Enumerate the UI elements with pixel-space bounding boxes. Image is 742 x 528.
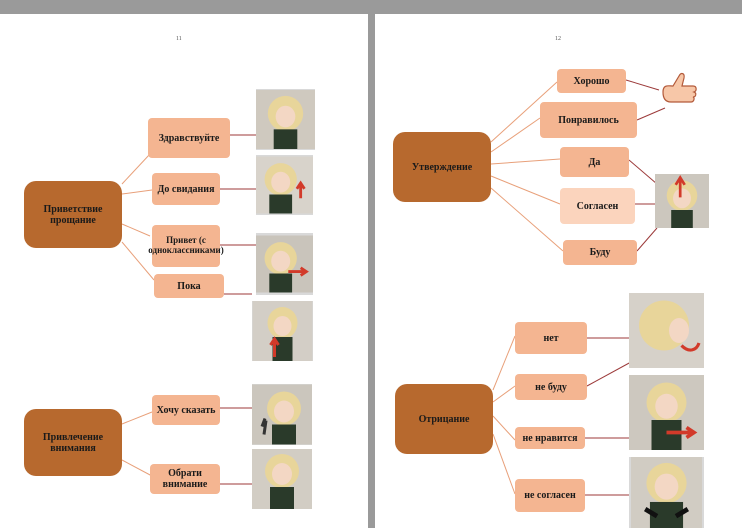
page-11: 11 Приветствие прощание Здравствуйте До … xyxy=(0,14,368,528)
phrase-bye: Пока xyxy=(154,274,224,298)
red-arrow-icon xyxy=(295,180,306,199)
phrase-agree: Согласен xyxy=(560,188,635,224)
red-arrow-icon xyxy=(680,342,701,352)
doll-photo xyxy=(256,233,313,295)
red-arrow-icon xyxy=(269,336,280,357)
phrase-good: Хорошо xyxy=(557,69,626,93)
group-negation: Отрицание xyxy=(395,384,493,454)
phrase-hi-classmates: Привет (с одноклассниками) xyxy=(148,225,224,267)
thumbs-up-icon xyxy=(657,68,701,108)
page-number: 11 xyxy=(176,36,182,42)
phrase-wont: не буду xyxy=(515,374,587,400)
phrase-no: нет xyxy=(515,322,587,354)
red-arrow-icon xyxy=(288,266,309,277)
phrase-dislike: не нравится xyxy=(515,427,585,449)
page-12: 12 Утверждение Хорошо Понравилось Да xyxy=(375,14,742,528)
phrase-want-to-say: Хочу сказать xyxy=(152,395,220,425)
red-arrow-icon xyxy=(674,175,686,198)
doll-photo xyxy=(252,301,313,361)
doll-photo xyxy=(629,457,704,528)
connector-lines xyxy=(490,79,666,496)
doll-photo xyxy=(256,155,313,215)
phrase-will: Буду xyxy=(563,240,637,265)
group-greeting-farewell: Приветствие прощание xyxy=(24,181,122,248)
red-arrow-icon xyxy=(666,425,698,440)
phrase-pay-attention: Обрати внимание xyxy=(150,464,220,494)
phrase-disagree: не согласен xyxy=(515,479,585,512)
group-affirmation: Утверждение xyxy=(393,132,491,202)
phrase-yes: Да xyxy=(560,147,629,177)
doll-photo xyxy=(252,449,312,509)
phrase-liked: Понравилось xyxy=(540,102,637,138)
group-attention: Привлечение внимания xyxy=(24,409,122,476)
phrase-goodbye: До свидания xyxy=(152,173,220,205)
doll-photo xyxy=(256,89,315,150)
connector-lines xyxy=(121,134,256,485)
doll-photo xyxy=(655,174,709,228)
phrase-hello: Здравствуйте xyxy=(148,118,230,158)
doll-photo xyxy=(252,384,312,445)
doll-photo xyxy=(629,293,704,368)
page-number: 12 xyxy=(555,36,561,42)
doll-photo xyxy=(629,375,704,450)
